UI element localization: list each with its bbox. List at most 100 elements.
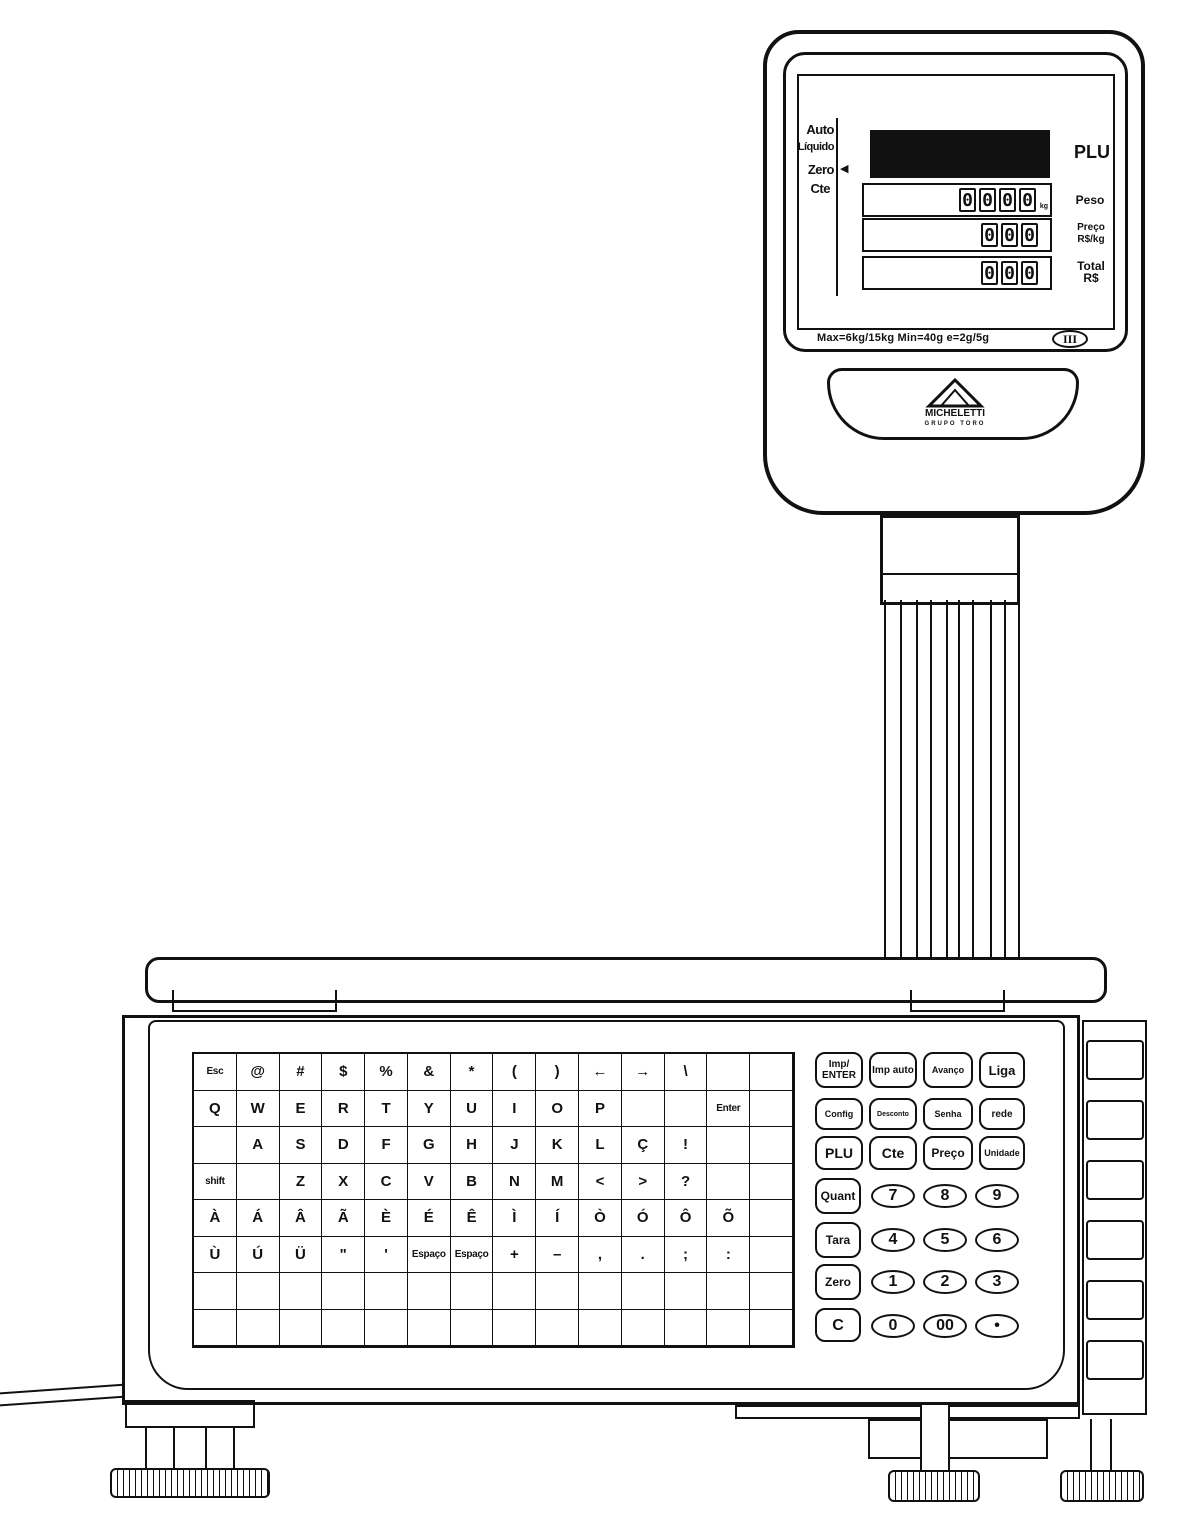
keyboard-key[interactable] xyxy=(750,1090,793,1127)
decimal-point-key[interactable]: • xyxy=(975,1314,1019,1338)
keyboard-key[interactable]: # xyxy=(279,1054,323,1091)
keyboard-key[interactable]: G xyxy=(407,1127,451,1164)
keyboard-key[interactable] xyxy=(750,1163,793,1200)
keyboard-key[interactable]: , xyxy=(579,1236,622,1273)
keyboard-key[interactable]: ← xyxy=(579,1054,622,1091)
double-zero-key[interactable]: 00 xyxy=(923,1314,967,1338)
keyboard-key[interactable] xyxy=(322,1309,366,1346)
digit-5-key[interactable]: 5 xyxy=(923,1228,967,1252)
config-key[interactable]: Config xyxy=(815,1098,863,1130)
keyboard-key[interactable] xyxy=(322,1273,366,1310)
keyboard-key[interactable] xyxy=(236,1309,280,1346)
keyboard-key[interactable] xyxy=(493,1309,537,1346)
keyboard-key[interactable]: Í xyxy=(536,1200,580,1237)
keyboard-key[interactable]: → xyxy=(621,1054,665,1091)
keyboard-key[interactable]: L xyxy=(579,1127,622,1164)
senha-key[interactable]: Senha xyxy=(923,1098,973,1130)
digit-2-key[interactable]: 2 xyxy=(923,1270,967,1294)
keyboard-key[interactable]: À xyxy=(194,1200,237,1237)
avanco-key[interactable]: Avanço xyxy=(923,1052,973,1088)
keyboard-key[interactable]: È xyxy=(365,1200,408,1237)
tara-key[interactable]: Tara xyxy=(815,1222,861,1258)
imp-enter-key[interactable]: Imp/ ENTER xyxy=(815,1052,863,1088)
leveling-foot-knob[interactable] xyxy=(110,1468,270,1498)
keyboard-key[interactable]: V xyxy=(407,1163,451,1200)
keyboard-key[interactable]: S xyxy=(279,1127,323,1164)
desconto-key[interactable]: Desconto xyxy=(869,1098,917,1130)
keyboard-key[interactable] xyxy=(236,1163,280,1200)
keyboard-key[interactable] xyxy=(707,1054,751,1091)
keyboard-key[interactable]: U xyxy=(450,1090,494,1127)
keyboard-key[interactable]: . xyxy=(621,1236,665,1273)
keyboard-key[interactable] xyxy=(236,1273,280,1310)
keyboard-key[interactable]: ' xyxy=(365,1236,408,1273)
rede-key[interactable]: rede xyxy=(979,1098,1025,1130)
keyboard-key[interactable]: – xyxy=(536,1236,580,1273)
keyboard-key[interactable]: B xyxy=(450,1163,494,1200)
keyboard-key[interactable] xyxy=(194,1309,237,1346)
keyboard-key[interactable]: shift xyxy=(194,1163,237,1200)
keyboard-key[interactable]: @ xyxy=(236,1054,280,1091)
keyboard-key[interactable]: D xyxy=(322,1127,366,1164)
keyboard-key[interactable] xyxy=(194,1127,237,1164)
keyboard-key[interactable] xyxy=(664,1273,708,1310)
zero-key[interactable]: Zero xyxy=(815,1264,861,1300)
keyboard-key[interactable] xyxy=(536,1309,580,1346)
keyboard-key[interactable]: Ì xyxy=(493,1200,537,1237)
imp-auto-key[interactable]: Imp auto xyxy=(869,1052,917,1088)
keyboard-key[interactable]: Espaço xyxy=(450,1236,494,1273)
keyboard-key[interactable]: Z xyxy=(279,1163,323,1200)
keyboard-key[interactable]: Â xyxy=(279,1200,323,1237)
keyboard-key[interactable]: Ô xyxy=(664,1200,708,1237)
keyboard-key[interactable] xyxy=(579,1273,622,1310)
digit-6-key[interactable]: 6 xyxy=(975,1228,1019,1252)
keyboard-key[interactable] xyxy=(365,1309,408,1346)
leveling-foot-knob[interactable] xyxy=(888,1470,980,1502)
keyboard-key[interactable]: N xyxy=(493,1163,537,1200)
keyboard-key[interactable] xyxy=(664,1090,708,1127)
keyboard-key[interactable]: $ xyxy=(322,1054,366,1091)
leveling-foot-knob[interactable] xyxy=(1060,1470,1144,1502)
keyboard-key[interactable] xyxy=(450,1309,494,1346)
keyboard-key[interactable]: F xyxy=(365,1127,408,1164)
keyboard-key[interactable] xyxy=(194,1273,237,1310)
digit-7-key[interactable]: 7 xyxy=(871,1184,915,1208)
keyboard-key[interactable]: Ò xyxy=(579,1200,622,1237)
keyboard-key[interactable]: + xyxy=(493,1236,537,1273)
keyboard-key[interactable] xyxy=(707,1127,751,1164)
keyboard-key[interactable]: Espaço xyxy=(407,1236,451,1273)
keyboard-key[interactable] xyxy=(750,1309,793,1346)
keyboard-key[interactable]: C xyxy=(365,1163,408,1200)
unidade-key[interactable]: Unidade xyxy=(979,1136,1025,1170)
keyboard-key[interactable] xyxy=(450,1273,494,1310)
keyboard-key[interactable]: P xyxy=(579,1090,622,1127)
keyboard-key[interactable]: Ã xyxy=(322,1200,366,1237)
keyboard-key[interactable]: ; xyxy=(664,1236,708,1273)
keyboard-key[interactable]: Ê xyxy=(450,1200,494,1237)
keyboard-key[interactable]: < xyxy=(579,1163,622,1200)
keyboard-key[interactable] xyxy=(407,1309,451,1346)
keyboard-key[interactable]: Ü xyxy=(279,1236,323,1273)
keyboard-key[interactable]: Q xyxy=(194,1090,237,1127)
keyboard-key[interactable] xyxy=(707,1273,751,1310)
keyboard-key[interactable]: Enter xyxy=(707,1090,751,1127)
keyboard-key[interactable]: R xyxy=(322,1090,366,1127)
digit-8-key[interactable]: 8 xyxy=(923,1184,967,1208)
keyboard-key[interactable] xyxy=(707,1163,751,1200)
keyboard-key[interactable] xyxy=(750,1273,793,1310)
keyboard-key[interactable]: ! xyxy=(664,1127,708,1164)
keyboard-key[interactable] xyxy=(279,1309,323,1346)
keyboard-key[interactable]: Ù xyxy=(194,1236,237,1273)
keyboard-key[interactable] xyxy=(621,1273,665,1310)
keyboard-key[interactable]: : xyxy=(707,1236,751,1273)
keyboard-key[interactable]: H xyxy=(450,1127,494,1164)
digit-4-key[interactable]: 4 xyxy=(871,1228,915,1252)
keyboard-key[interactable] xyxy=(536,1273,580,1310)
keyboard-key[interactable]: E xyxy=(279,1090,323,1127)
keyboard-key[interactable]: ( xyxy=(493,1054,537,1091)
keyboard-key[interactable]: " xyxy=(322,1236,366,1273)
keyboard-key[interactable]: J xyxy=(493,1127,537,1164)
keyboard-key[interactable]: & xyxy=(407,1054,451,1091)
keyboard-key[interactable] xyxy=(493,1273,537,1310)
keyboard-key[interactable]: M xyxy=(536,1163,580,1200)
